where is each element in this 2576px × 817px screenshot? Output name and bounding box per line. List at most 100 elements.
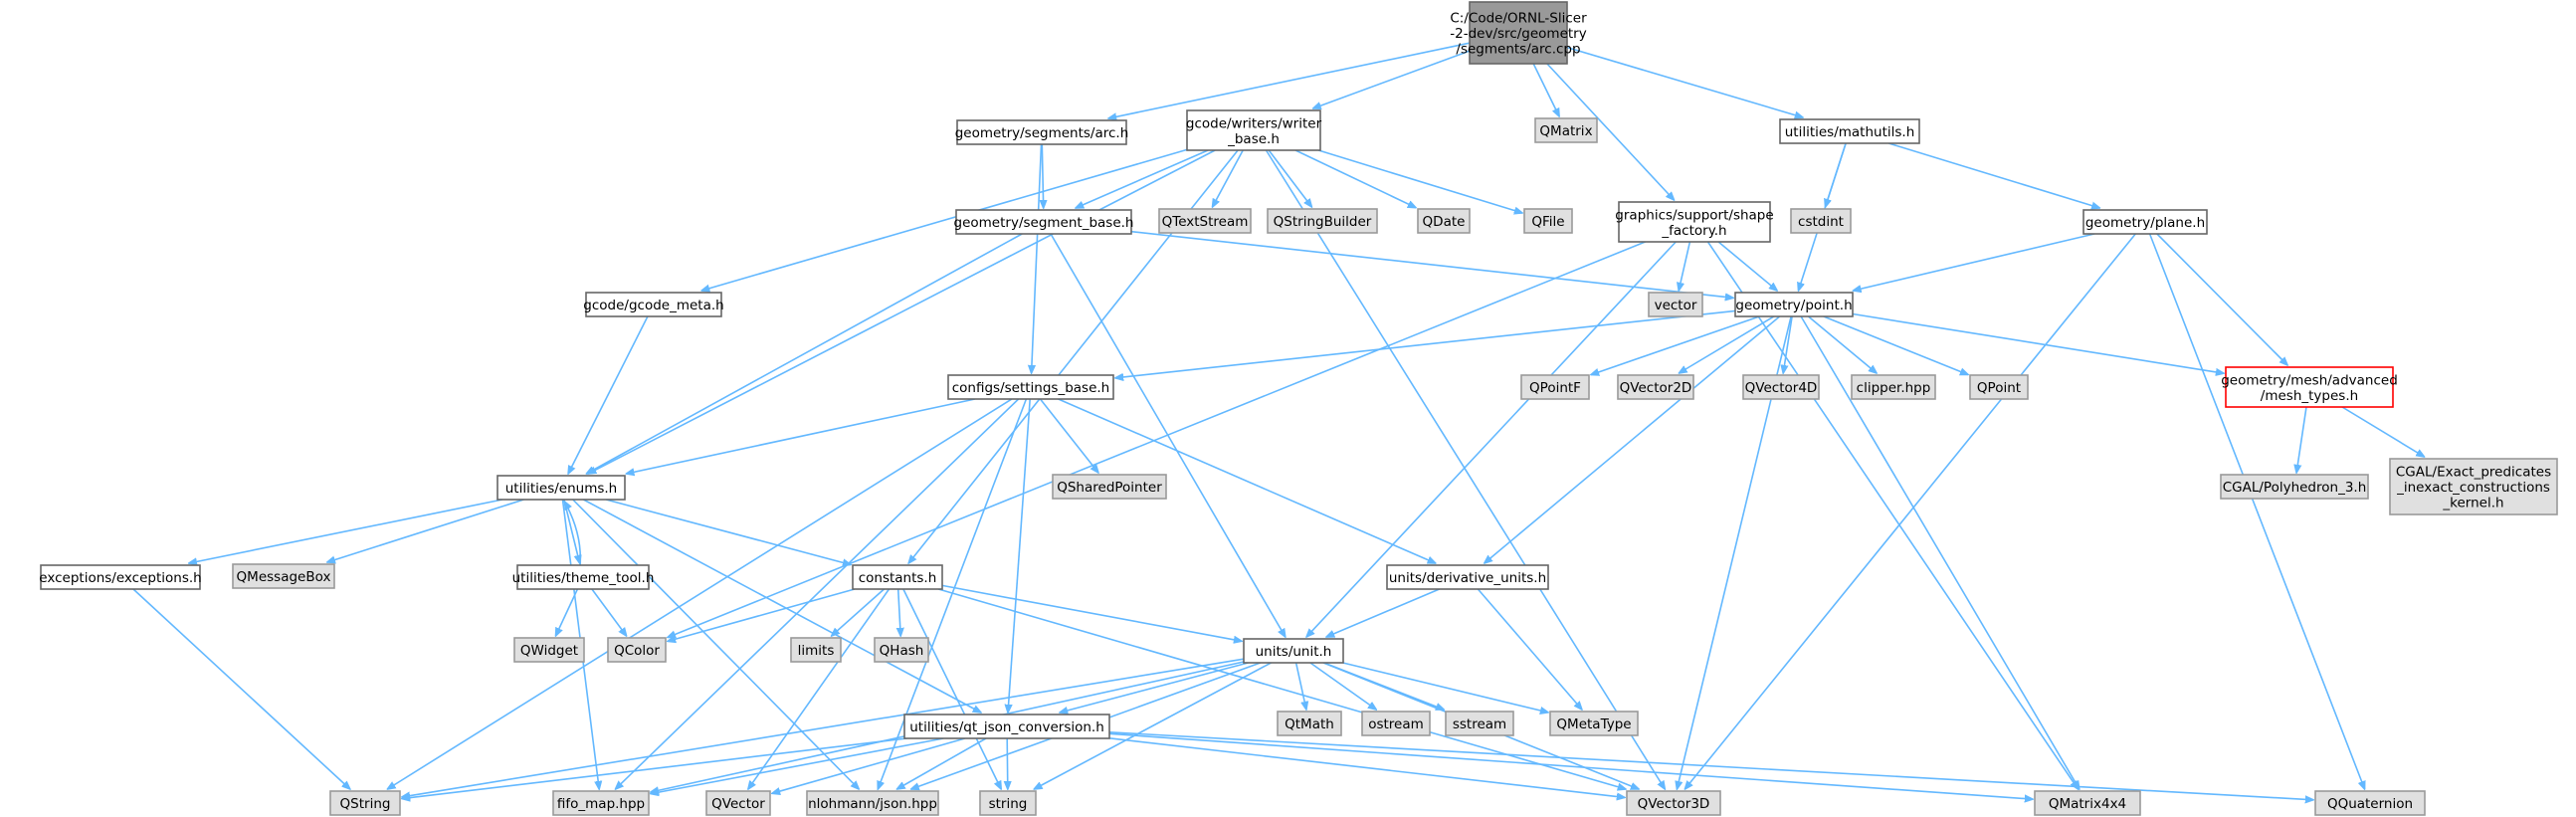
- node-box-qvector4d: [1742, 374, 1820, 400]
- node-box-arc_h: [956, 119, 1127, 145]
- node-qstring: QString: [329, 790, 401, 816]
- node-box-qvector: [705, 790, 771, 816]
- edge-plane-to-mesh_types: [2156, 233, 2287, 365]
- node-label-qquaternion-0: QQuaternion: [2327, 796, 2413, 812]
- edge-writer_base-to-qtextstream: [1213, 149, 1244, 207]
- node-box-qtextstream: [1158, 208, 1252, 234]
- node-box-qstringbuilder: [1267, 208, 1378, 234]
- node-plane[interactable]: geometry/plane.h: [2082, 209, 2208, 235]
- node-label-string-0: string: [989, 796, 1028, 812]
- edge-constants-to-unit: [941, 584, 1242, 641]
- edge-theme_tool-to-qwidget: [556, 588, 579, 636]
- edge-point-to-qpoint: [1823, 315, 1968, 375]
- edge-derivative_units-to-qmetatype: [1477, 588, 1582, 710]
- node-box-qwidget: [513, 637, 585, 663]
- node-mathutils[interactable]: utilities/mathutils.h: [1779, 118, 1920, 144]
- node-theme_tool[interactable]: utilities/theme_tool.h: [512, 564, 655, 590]
- edge-shape_factory-to-point: [1717, 241, 1777, 291]
- node-label-enums-0: utilities/enums.h: [505, 481, 617, 497]
- node-label-vector-0: vector: [1655, 298, 1697, 313]
- node-writer_base[interactable]: gcode/writers/writer_base.h: [1186, 109, 1322, 151]
- edge-unit-to-qtmath: [1294, 662, 1306, 710]
- node-label-cgal_kernel-2: _kernel.h: [2442, 496, 2503, 511]
- edge-segment_base-to-enums: [586, 233, 1023, 474]
- node-label-writer_base-1: _base.h: [1227, 131, 1280, 147]
- node-derivative_units[interactable]: units/derivative_units.h: [1386, 564, 1549, 590]
- node-label-qdate-0: QDate: [1423, 214, 1466, 230]
- node-settings_base[interactable]: configs/settings_base.h: [947, 374, 1114, 400]
- edge-writer_base-to-qvector3d: [1265, 149, 1666, 789]
- node-root[interactable]: C:/Code/ORNL-Slicer-2-dev/src/geometry/s…: [1450, 1, 1587, 65]
- node-label-cgal_kernel-1: _inexact_constructions: [2396, 480, 2550, 496]
- node-label-cstdint-0: cstdint: [1798, 214, 1844, 230]
- node-box-qquaternion: [2314, 790, 2426, 816]
- node-label-shape_factory-1: _factory.h: [1661, 223, 1726, 239]
- node-label-polyhedron-0: CGAL/Polyhedron_3.h: [2223, 480, 2367, 496]
- node-label-qwidget-0: QWidget: [520, 643, 578, 659]
- edge-root-to-writer_base: [1313, 50, 1471, 108]
- node-nlohmann: nlohmann/json.hpp: [806, 790, 939, 816]
- node-label-qstring-0: QString: [340, 796, 391, 812]
- node-box-enums: [496, 475, 626, 501]
- node-label-qpointf-0: QPointF: [1529, 380, 1581, 396]
- node-label-qmetatype-0: QMetaType: [1556, 716, 1631, 732]
- node-box-qsharedpointer: [1052, 474, 1167, 500]
- edge-point-to-mesh_types: [1852, 312, 2224, 374]
- node-qdate: QDate: [1417, 208, 1471, 234]
- node-label-qvector3d-0: QVector3D: [1638, 796, 1710, 812]
- node-mesh_types[interactable]: geometry/mesh/advanced/mesh_types.h: [2221, 366, 2398, 408]
- node-box-mesh_types: [2225, 366, 2394, 408]
- node-qvector: QVector: [705, 790, 771, 816]
- node-label-point-0: geometry/point.h: [1735, 298, 1852, 313]
- edge-point-to-qvector2d: [1679, 315, 1775, 373]
- edge-settings_base-to-qstring: [387, 398, 1013, 789]
- node-box-ostream: [1361, 711, 1431, 736]
- node-sstream: sstream: [1445, 711, 1514, 736]
- node-unit[interactable]: units/unit.h: [1243, 638, 1344, 664]
- node-arc_h[interactable]: geometry/segments/arc.h: [955, 119, 1129, 145]
- node-enums[interactable]: utilities/enums.h: [496, 475, 626, 501]
- node-label-qmessagebox-0: QMessageBox: [237, 569, 331, 585]
- node-label-mathutils-0: utilities/mathutils.h: [1785, 124, 1915, 140]
- node-point[interactable]: geometry/point.h: [1734, 292, 1854, 317]
- node-box-string: [979, 790, 1037, 816]
- node-qhash: QHash: [874, 637, 929, 663]
- node-box-qmessagebox: [232, 563, 335, 589]
- edge-theme_tool-to-qcolor: [591, 588, 627, 636]
- node-box-qmatrix4x4: [2034, 790, 2141, 816]
- node-shape_factory[interactable]: graphics/support/shape_factory.h: [1615, 201, 1774, 243]
- node-limits: limits: [790, 637, 842, 663]
- node-box-qvector2d: [1617, 374, 1694, 400]
- edge-exceptions-to-qstring: [132, 588, 350, 789]
- node-label-root-2: /segments/arc.cpp: [1456, 42, 1580, 58]
- edge-constants-to-string: [902, 588, 1001, 789]
- node-label-fifo_map-0: fifo_map.hpp: [557, 796, 645, 812]
- node-box-writer_base: [1186, 109, 1321, 151]
- edge-constants-to-qvector3d: [937, 588, 1626, 789]
- node-segment_base[interactable]: geometry/segment_base.h: [954, 209, 1134, 235]
- node-gcode_meta[interactable]: gcode/gcode_meta.h: [583, 292, 724, 317]
- node-constants[interactable]: constants.h: [852, 564, 943, 590]
- edge-point-to-qpointf: [1591, 315, 1760, 375]
- edge-writer_base-to-enums: [588, 149, 1216, 474]
- node-exceptions[interactable]: exceptions/exceptions.h: [39, 564, 202, 590]
- node-box-nlohmann: [806, 790, 939, 816]
- edge-unit-to-qstring: [402, 658, 1245, 797]
- node-box-plane: [2082, 209, 2208, 235]
- node-box-sstream: [1445, 711, 1514, 736]
- edge-theme_tool-to-enums: [564, 502, 582, 566]
- node-box-settings_base: [947, 374, 1114, 400]
- node-box-exceptions: [40, 564, 201, 590]
- edge-gcode_meta-to-enums: [568, 315, 649, 474]
- node-label-qtextstream-0: QTextStream: [1162, 214, 1249, 230]
- edge-root-to-mathutils: [1566, 46, 1803, 117]
- edges-layer: [132, 42, 2425, 800]
- node-label-qt_json-0: utilities/qt_json_conversion.h: [909, 719, 1104, 735]
- node-qvector4d: QVector4D: [1742, 374, 1820, 400]
- node-label-qmatrix4x4-0: QMatrix4x4: [2049, 796, 2126, 812]
- node-qt_json[interactable]: utilities/qt_json_conversion.h: [903, 714, 1110, 739]
- node-label-constants-0: constants.h: [859, 570, 937, 586]
- node-label-unit-0: units/unit.h: [1256, 644, 1332, 660]
- node-qsharedpointer: QSharedPointer: [1052, 474, 1167, 500]
- edge-settings_base-to-fifo_map: [616, 398, 1020, 789]
